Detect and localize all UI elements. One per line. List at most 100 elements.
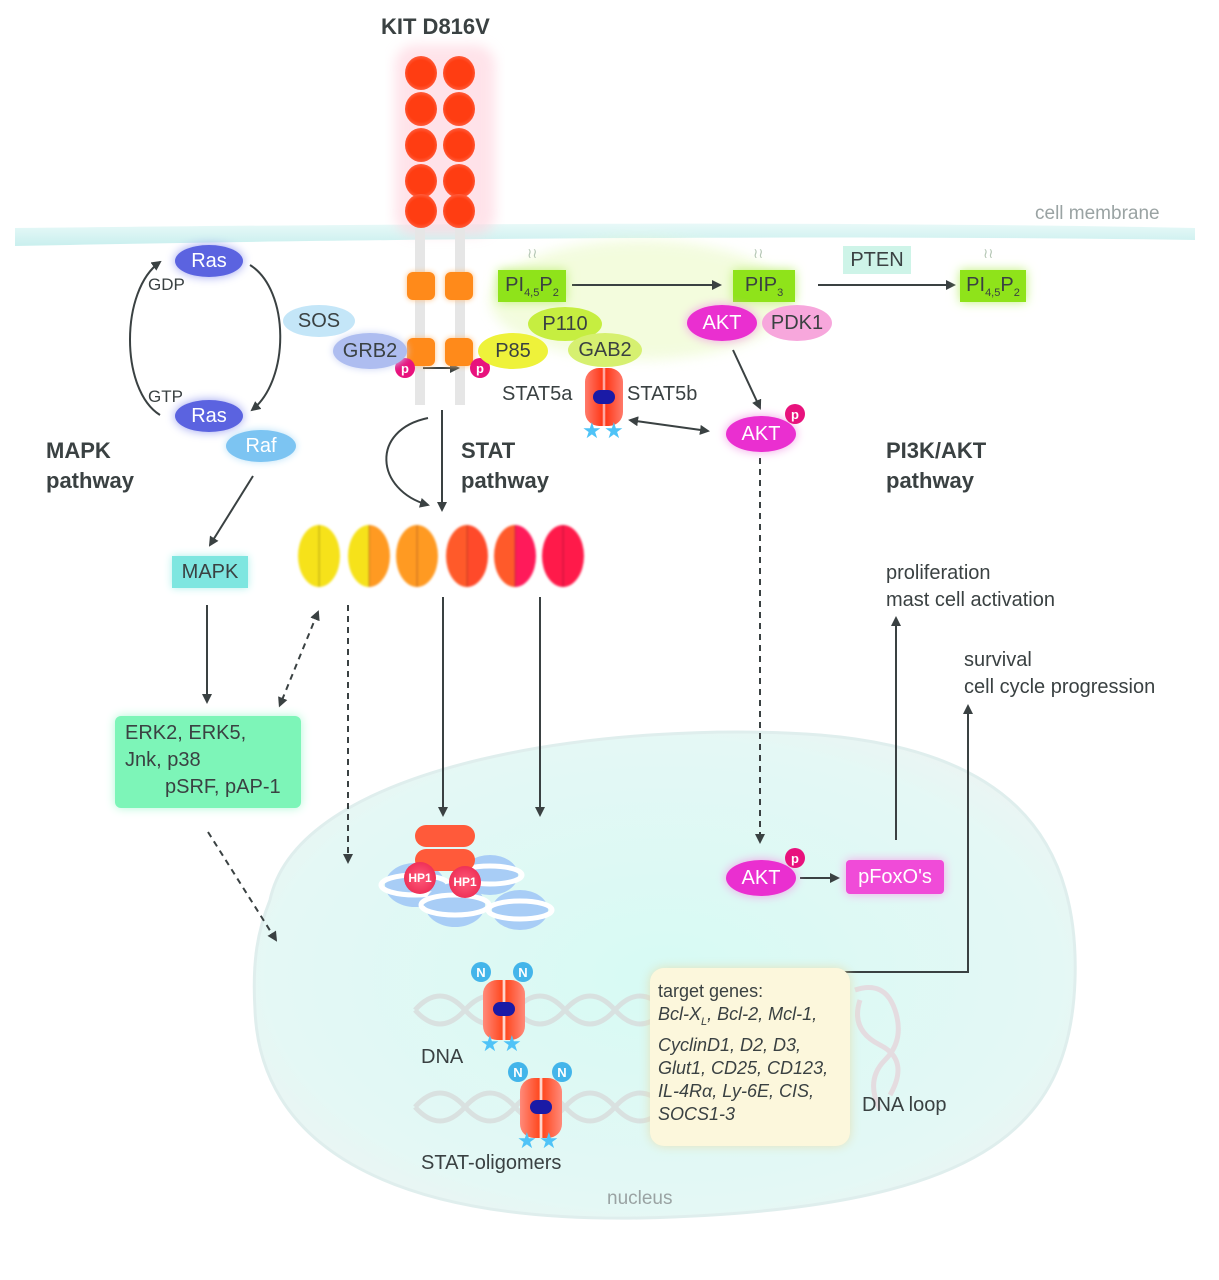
hp1-label: HP1: [453, 875, 477, 889]
star-icon: ★: [502, 1031, 522, 1056]
receptor-domain: [443, 128, 475, 162]
dna-label: DNA: [421, 1046, 464, 1068]
receptor-domain: [443, 56, 475, 90]
receptor-stem-right: [455, 225, 465, 405]
pip3-node[interactable]: PIP3: [733, 270, 795, 302]
stat-pathway-heading: STAT pathway: [461, 436, 549, 496]
grb2-node[interactable]: GRB2: [333, 333, 407, 369]
pten-node[interactable]: PTEN: [843, 246, 911, 274]
sos-label: SOS: [297, 309, 341, 332]
stat-dimer: [396, 525, 438, 587]
akt-label: AKT: [702, 311, 742, 334]
star-icon: ★: [517, 1128, 537, 1153]
pip2-right-node[interactable]: PI4,5P2: [960, 270, 1026, 302]
ras-gdp-node[interactable]: Ras: [175, 245, 243, 277]
ras-label: Ras: [191, 404, 227, 427]
stat5a-label: STAT5a: [502, 383, 573, 405]
pip2-left-node[interactable]: PI4,5P2: [498, 270, 566, 302]
erk-node[interactable]: ERK2, ERK5, Jnk, p38 pSRF, pAP-1: [115, 716, 301, 808]
nuclear-akt-node[interactable]: AKT: [726, 860, 796, 896]
pip3-label: PIP3: [744, 273, 784, 299]
erk-target-line: pSRF, pAP-1: [165, 776, 281, 798]
target-genes-heading: target genes:: [658, 981, 764, 1001]
akt-label: AKT: [741, 422, 781, 445]
receptor-domain: [443, 194, 475, 228]
n-terminal-badge: N: [471, 962, 491, 982]
heading-line: PI3K/AKT: [886, 438, 987, 463]
outcome-line: mast cell activation: [886, 589, 1055, 611]
stat-curved-arrow: [385, 417, 430, 508]
outcome-line: survival: [964, 649, 1032, 671]
heading-line: STAT: [461, 438, 516, 463]
heading-line: MAPK: [46, 438, 111, 463]
target-genes-line: IL-4Rα, Ly-6E, CIS,: [658, 1081, 814, 1101]
phospho-akt-node[interactable]: AKT: [726, 416, 796, 452]
target-genes-box: target genes: Bcl-XL, Bcl-2, Mcl-1, Cycl…: [650, 968, 850, 1146]
stat-dimer: [542, 525, 584, 587]
dimerization-dot: [530, 1100, 552, 1114]
receptor-domain: [405, 56, 437, 90]
p110-label: P110: [542, 312, 588, 335]
gab2-label: GAB2: [578, 338, 632, 361]
anchor-squiggle-3: ≀≀: [983, 245, 994, 261]
heading-line: pathway: [461, 468, 550, 493]
mapk-pathway-heading: MAPK pathway: [46, 436, 134, 496]
hp1-node[interactable]: HP1: [404, 862, 436, 894]
gdp-label: GDP: [148, 275, 185, 294]
stat-oligomers-label: STAT-oligomers: [421, 1152, 562, 1174]
pip2-label: PI4,5P2: [966, 273, 1020, 299]
dna-loop-label: DNA loop: [862, 1094, 947, 1116]
pi3k-pathway-heading: PI3K/AKT pathway: [886, 436, 986, 496]
pfoxo-node[interactable]: pFoxO's: [846, 860, 944, 894]
n-terminal-badge: N: [508, 1062, 528, 1082]
erk-stat-crosstalk-arrow: [278, 610, 320, 708]
mapk-node[interactable]: MAPK: [172, 556, 248, 588]
ras-cycle-arrow-right: [249, 264, 282, 412]
receptor-domain: [405, 194, 437, 228]
ras-cycle-arrow-left: [129, 260, 162, 416]
grb2-label: GRB2: [342, 339, 398, 362]
hp1-node[interactable]: HP1: [449, 866, 481, 898]
ras-gtp-node[interactable]: Ras: [175, 400, 243, 432]
receptor-domain: [443, 164, 475, 198]
pdk1-node[interactable]: PDK1: [762, 305, 832, 341]
p85-node[interactable]: P85: [478, 333, 548, 369]
receptor-domain: [443, 92, 475, 126]
p85-label: P85: [495, 339, 531, 362]
stat-dimer: [446, 525, 488, 587]
n-terminal-badge: N: [552, 1062, 572, 1082]
cell-membrane-shape: [15, 223, 1195, 246]
akt-label: AKT: [741, 866, 781, 889]
outcome-line: proliferation: [886, 562, 991, 584]
dimerization-dot: [493, 1002, 515, 1016]
akt-membrane-node[interactable]: AKT: [687, 305, 757, 341]
star-icon: ★: [480, 1031, 500, 1056]
raf-label: Raf: [245, 434, 277, 457]
n-terminal-badge: N: [513, 962, 533, 982]
gab2-node[interactable]: GAB2: [568, 333, 642, 367]
kinase-domain: [445, 338, 473, 366]
gtp-label: GTP: [148, 387, 183, 406]
receptor-domain: [405, 128, 437, 162]
star-icon: ★: [604, 418, 624, 443]
stat-dimer: [348, 525, 390, 587]
phospho-badge: p: [470, 358, 490, 378]
sos-node[interactable]: SOS: [283, 305, 355, 337]
stat-dimer: [494, 525, 536, 587]
ras-label: Ras: [191, 249, 227, 272]
erk-line: Jnk, p38: [125, 749, 201, 771]
raf-node[interactable]: Raf: [226, 430, 296, 462]
stat5-akt-arrow: [628, 416, 710, 435]
genes-to-survival-arrow: [842, 704, 973, 973]
target-genes-line: SOCS1-3: [658, 1104, 736, 1124]
proliferation-outcome: proliferation mast cell activation: [886, 560, 1055, 614]
receptor-domain: [405, 92, 437, 126]
pdk1-label: PDK1: [770, 311, 824, 334]
star-icon: ★: [582, 418, 602, 443]
receptor-title: KIT D816V: [381, 14, 490, 39]
dna-loop-helix: [854, 985, 901, 1112]
heading-line: pathway: [886, 468, 975, 493]
hp1-label: HP1: [408, 871, 432, 885]
phospho-badge: p: [785, 404, 805, 424]
dimerization-dot: [593, 390, 615, 404]
